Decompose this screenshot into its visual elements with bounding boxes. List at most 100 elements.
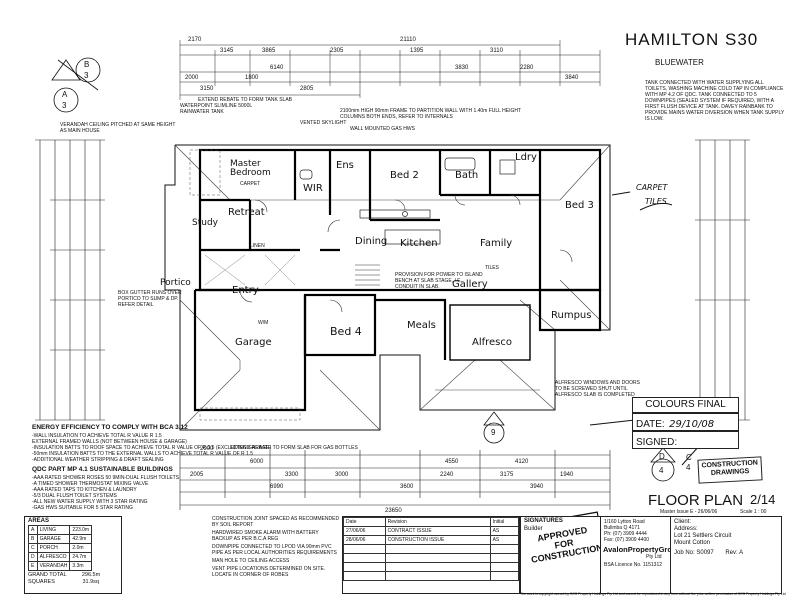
bath-fixtures (299, 157, 516, 180)
alfresco-windows-note: ALFRESCO WINDOWS AND DOORS TO BE SCREWED… (555, 380, 641, 398)
room-retreat: Retreat (228, 207, 265, 218)
company-address: Bulimba Q 4171 (604, 525, 640, 531)
garage-walls (193, 288, 307, 412)
date-stamp: DATE: 29/10/08 (632, 413, 739, 431)
box-gutter-note: BOX GUTTER RUNS OVER PORTICO TO SUMP & D… (118, 290, 182, 308)
dim-label: 2240 (440, 472, 454, 478)
room-portico: Portico (160, 278, 191, 288)
bca-line: -WALL INSULATION TO ACHIEVE TOTAL R VALU… (32, 433, 162, 439)
tank-note: TANK CONNECTED WITH WATER SUPPLYING ALL … (645, 80, 785, 122)
signed-stamp: SIGNED: (632, 431, 739, 449)
bottom-dimension-lines (179, 450, 611, 510)
bca-title: ENERGY EFFICIENCY TO COMPLY WITH BCA 3.1… (32, 424, 188, 431)
squares-value: 31.9sq (82, 579, 99, 585)
alfresco-walls (449, 304, 531, 361)
kitchen-fixtures (359, 209, 441, 245)
slab-dashed-lines (189, 149, 301, 421)
room-bath: Bath (455, 170, 479, 181)
job-number: S0097 (696, 550, 714, 556)
company-address: Fax: (07) 3909 4400 (604, 537, 650, 543)
bulkhead-hatch (204, 254, 296, 286)
callout-9: 9 (491, 428, 496, 437)
company-address: Ph: (07) 3909 4444 (604, 531, 647, 537)
verandah-note: VERANDAH CEILING PITCHED AT SAME HEIGHT … (60, 122, 176, 134)
joint-note-line: CONSTRUCTION JOINT SPACED AS RECOMMENDED… (212, 516, 340, 528)
rebate-bottom-note: EXTEND REBATE TO FORM SLAB FOR GAS BOTTL… (230, 445, 358, 451)
internal-walls (198, 148, 602, 292)
date-value: 29/10/08 (669, 419, 715, 430)
qdc-title: QDC PART MP 4.1 SUSTAINABLE BUILDINGS (32, 466, 173, 473)
skylight-note: VENTED SKYLIGHT (300, 120, 347, 126)
plan-subtitle: BLUEWATER (655, 58, 704, 67)
grand-total-label: GRAND TOTAL (28, 572, 67, 578)
dim-label: 2170 (188, 37, 202, 43)
qdc-line: -5/3 DUAL FLUSH TOILET SYSTEMS (32, 493, 117, 499)
room-bed3: Bed 3 (565, 200, 594, 211)
dim-label: 2805 (300, 86, 314, 92)
builder-label: Builder (524, 526, 543, 532)
qdc-line: -GAS HWS SUITABLE FOR 5 STAR RATING (32, 505, 133, 511)
copyright-footer: The work is copyright owned by SCS Prope… (520, 592, 786, 596)
room-entry: Entry (232, 285, 259, 296)
grand-total-value: 296.5m (81, 572, 101, 578)
signatures-block: SIGNATURES Builder APPROVED FOR CONSTRUC… (520, 516, 604, 594)
rumpus-walls (538, 288, 602, 332)
callout-d-letter: D (659, 452, 665, 461)
room-rumpus: Rumpus (551, 310, 592, 321)
callout-a-number: 3 (62, 101, 67, 110)
squares: SQUARES 31.9sq (25, 579, 121, 585)
company-pty: Pty Ltd (646, 554, 662, 560)
dim-label: 6140 (270, 65, 284, 71)
room-bed2: Bed 2 (390, 170, 419, 181)
scale-label: Scale 1 : 00 (740, 509, 767, 515)
sheet-number: 2/14 (750, 492, 776, 507)
tiles-label: TILES (485, 265, 499, 271)
plan-title: HAMILTON S30 (625, 30, 759, 49)
carpet-label: CARPET (240, 181, 261, 187)
revision-row (343, 544, 520, 554)
master-issue: Master Issue E - 26/06/06 (660, 509, 718, 515)
company-licence: BSA Licence No. 1151312 (604, 562, 663, 568)
section-callouts (51, 57, 676, 482)
client-block: Client: Address: Lot 21 Settlers Circuit… (670, 516, 782, 594)
waterpoint-note: WATERPOINT SLIMLINE 5000L RAINWATER TANK (180, 103, 252, 115)
room-wir: WIR (303, 183, 323, 194)
joint-note-line: HARDWIRED SMOKE ALARM WITH BATTERY BACKU… (212, 530, 319, 542)
date-label: DATE: (636, 419, 665, 430)
dim-label: 1800 (245, 75, 259, 81)
dim-label: 2005 (190, 472, 204, 478)
construction-notes: CONSTRUCTION JOINT SPACED AS RECOMMENDED… (212, 516, 340, 592)
callout-d-number: 4 (659, 466, 664, 475)
construction-drawings-stamp: CONSTRUCTION DRAWINGS (697, 456, 763, 484)
right-dimension-lines (695, 139, 750, 421)
room-garage: Garage (235, 337, 272, 348)
dim-label: 1395 (410, 48, 424, 54)
qdc-line: -ALL NEW WATER SUPPLY WITH 3 STAR RATING (32, 499, 148, 505)
room-study: Study (192, 218, 218, 228)
room-bed4: Bed 4 (330, 325, 362, 338)
callout-b-letter: B (84, 60, 90, 69)
dim-label: 2280 (520, 65, 534, 71)
linen-label: LINEN (250, 243, 265, 249)
dim-label: 1940 (560, 472, 574, 478)
job-label: Job No: (674, 550, 695, 556)
rev-value: A (739, 550, 744, 556)
dim-label: 6990 (270, 484, 284, 490)
island-power-note: PROVISION FOR POWER TO ISLAND BENCH AT S… (395, 272, 483, 290)
qdc-line: -AAA RATED SHOWER ROSES 50 9MIN-DUAL FLU… (32, 475, 180, 481)
bca-line: -ADDITIONAL WEATHER STRIPPING & DRAFT SE… (32, 457, 164, 463)
room-ens: Ens (336, 160, 354, 171)
room-alfresco: Alfresco (472, 337, 513, 348)
handwritten-carpet: CARPET (636, 183, 668, 192)
client-suburb: Mount Cotton (674, 540, 711, 546)
colours-final-text: COLOURS FINAL (645, 399, 726, 410)
